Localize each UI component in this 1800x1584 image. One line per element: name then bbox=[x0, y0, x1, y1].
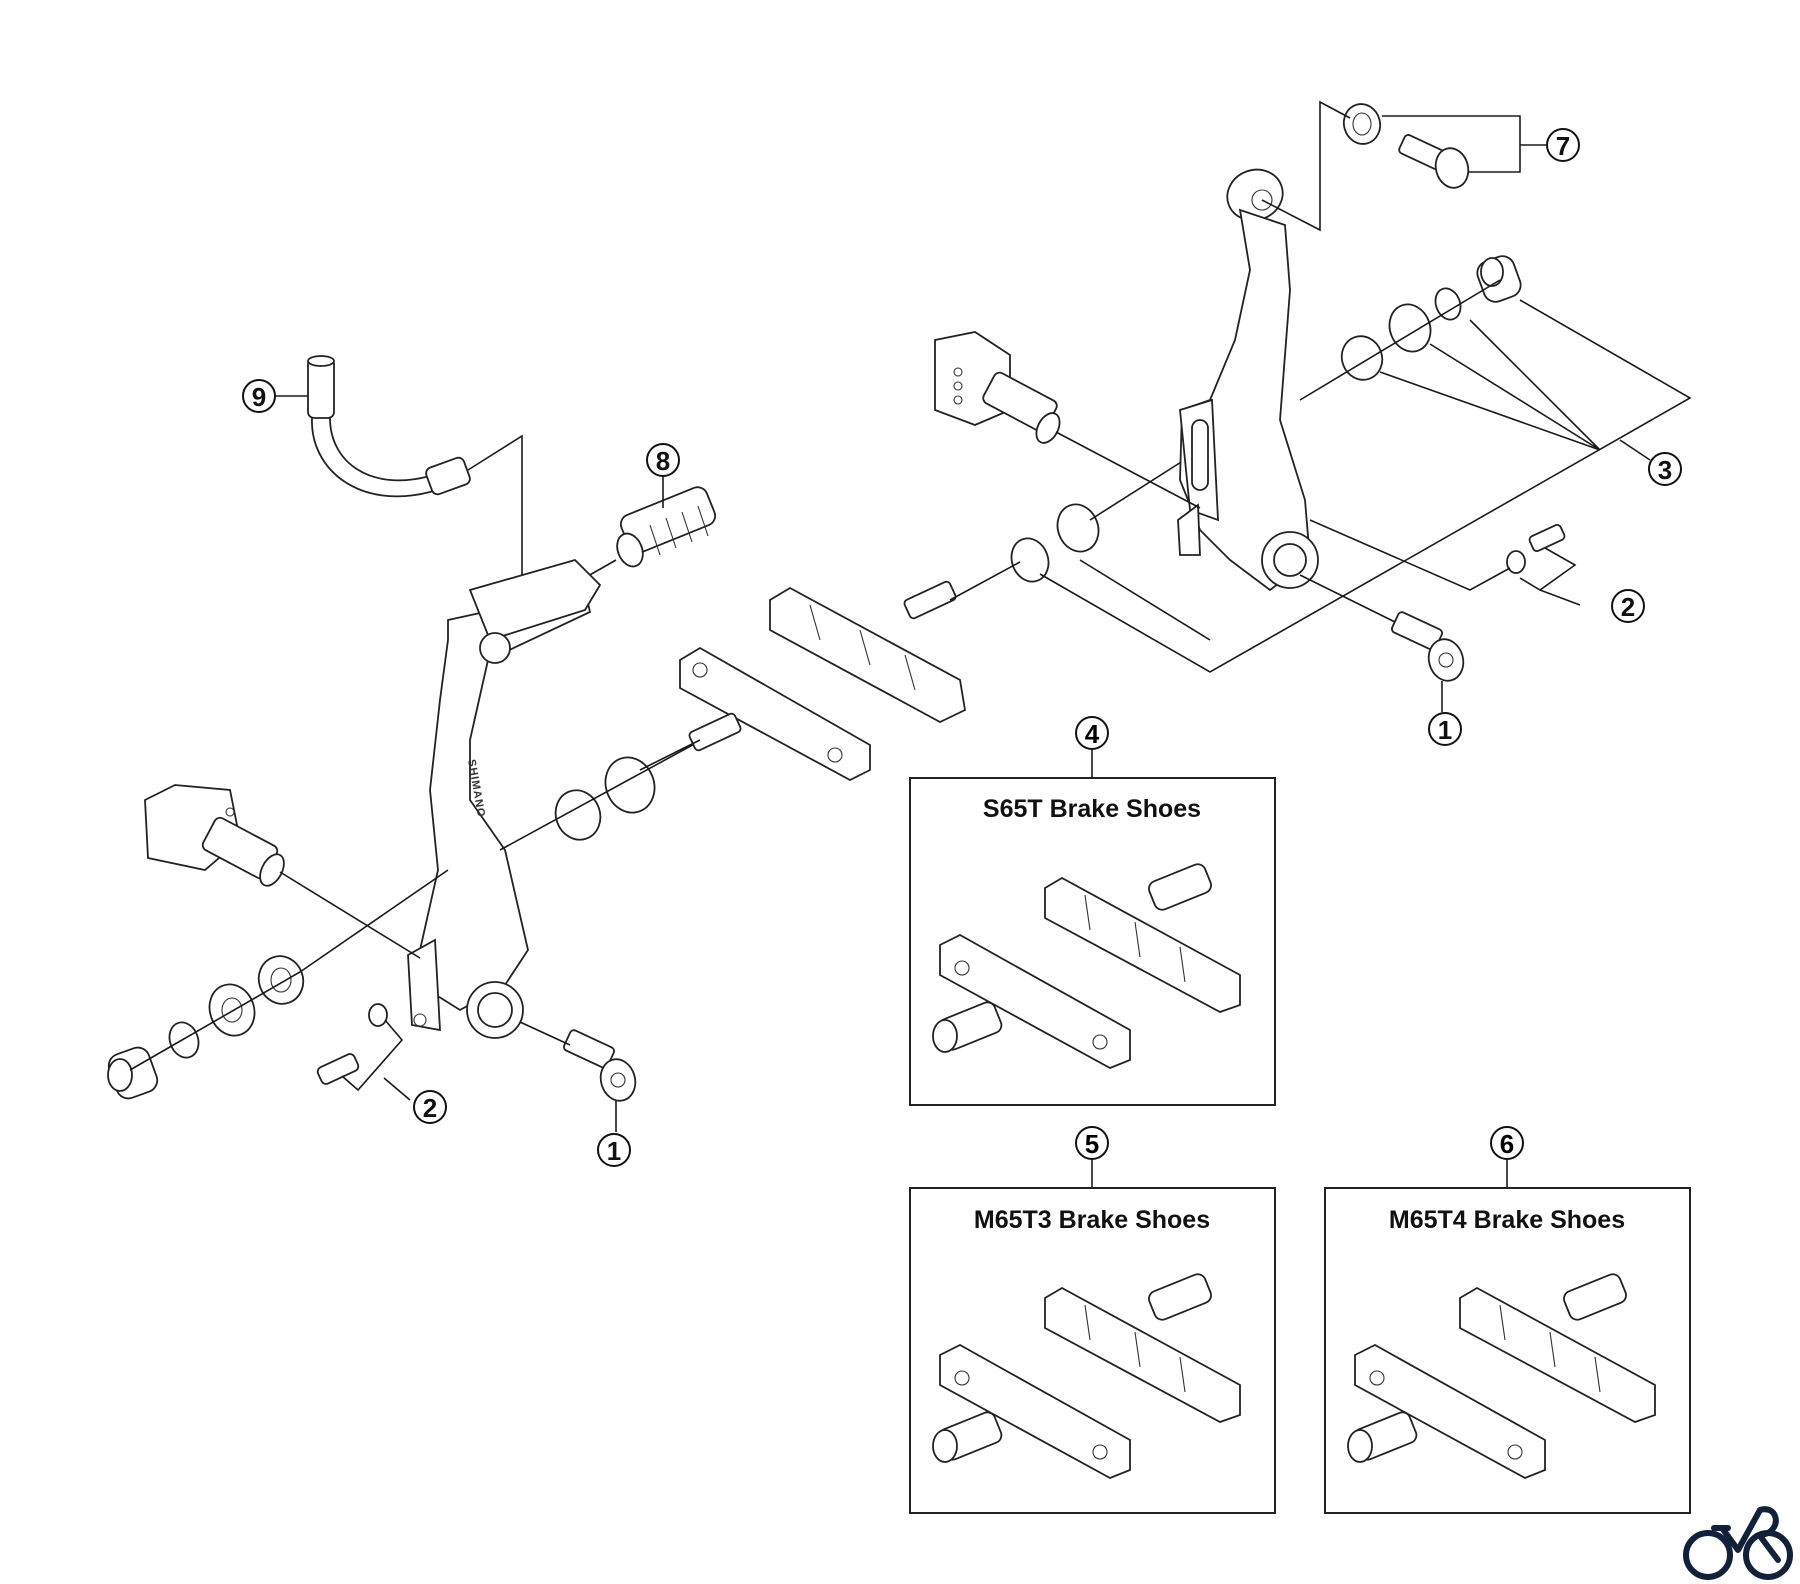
m65t4-shoe-pair bbox=[1347, 1273, 1656, 1479]
center-brake-shoe bbox=[639, 449, 1201, 782]
right-brake-arm-assembly bbox=[934, 100, 1692, 712]
svg-text:8: 8 bbox=[656, 446, 670, 476]
lead-pipe-boot bbox=[616, 486, 717, 568]
right-fixing-bolt bbox=[1391, 611, 1465, 682]
cable-fixing-bolt bbox=[1261, 100, 1546, 232]
right-spring-screws bbox=[1309, 519, 1581, 606]
svg-text:1: 1 bbox=[1438, 715, 1452, 745]
bicycle-logo-icon bbox=[1683, 1506, 1793, 1580]
callout-6: 6 bbox=[1500, 1129, 1514, 1159]
left-pivot-boss bbox=[144, 784, 285, 887]
right-washers bbox=[1340, 255, 1522, 381]
left-arm: SHIMANO bbox=[407, 558, 602, 1039]
svg-text:1: 1 bbox=[607, 1136, 621, 1166]
callout-3: 3 bbox=[1648, 452, 1682, 486]
m65t3-shoe-pair bbox=[932, 1273, 1241, 1479]
shoe-washer bbox=[554, 789, 602, 841]
callout-5: 5 bbox=[1085, 1129, 1099, 1159]
lead-pipe bbox=[307, 355, 471, 498]
left-brake-arm-assembly: SHIMANO bbox=[107, 355, 721, 1132]
shoe-spacer bbox=[604, 756, 656, 814]
box-title-m65t4: M65T4 Brake Shoes bbox=[1389, 1206, 1625, 1234]
svg-text:9: 9 bbox=[252, 382, 266, 412]
svg-text:3: 3 bbox=[1658, 455, 1672, 485]
callout-2-right: 2 bbox=[1611, 589, 1645, 623]
callout-8: 8 bbox=[646, 443, 680, 508]
svg-text:2: 2 bbox=[423, 1093, 437, 1123]
right-arm bbox=[1177, 168, 1319, 592]
box-m65t4: 6 M65T4 Brake Shoes bbox=[1324, 1126, 1691, 1514]
callout-1-right: 1 bbox=[1428, 712, 1462, 746]
svg-text:2: 2 bbox=[1621, 592, 1635, 622]
leader-line bbox=[467, 434, 523, 612]
callout-9: 9 bbox=[242, 379, 308, 413]
s65t-shoe-pair bbox=[932, 863, 1241, 1069]
box-title-m65t3: M65T3 Brake Shoes bbox=[974, 1206, 1210, 1234]
callout-2-left: 2 bbox=[413, 1090, 447, 1124]
left-spring-screws bbox=[316, 1003, 411, 1101]
callout-7: 7 bbox=[1546, 128, 1580, 162]
box-m65t3: 5 M65T3 Brake Shoes bbox=[909, 1126, 1276, 1514]
box-s65t: 4 S65T Brake Shoes bbox=[909, 716, 1276, 1106]
callout-1-left: 1 bbox=[597, 1133, 631, 1167]
svg-text:7: 7 bbox=[1556, 131, 1570, 161]
left-fixing-bolt bbox=[563, 1029, 637, 1102]
callout-4: 4 bbox=[1085, 719, 1100, 749]
box-title-s65t: S65T Brake Shoes bbox=[983, 795, 1201, 823]
left-washers bbox=[107, 955, 305, 1100]
right-pivot-boss bbox=[934, 331, 1061, 444]
